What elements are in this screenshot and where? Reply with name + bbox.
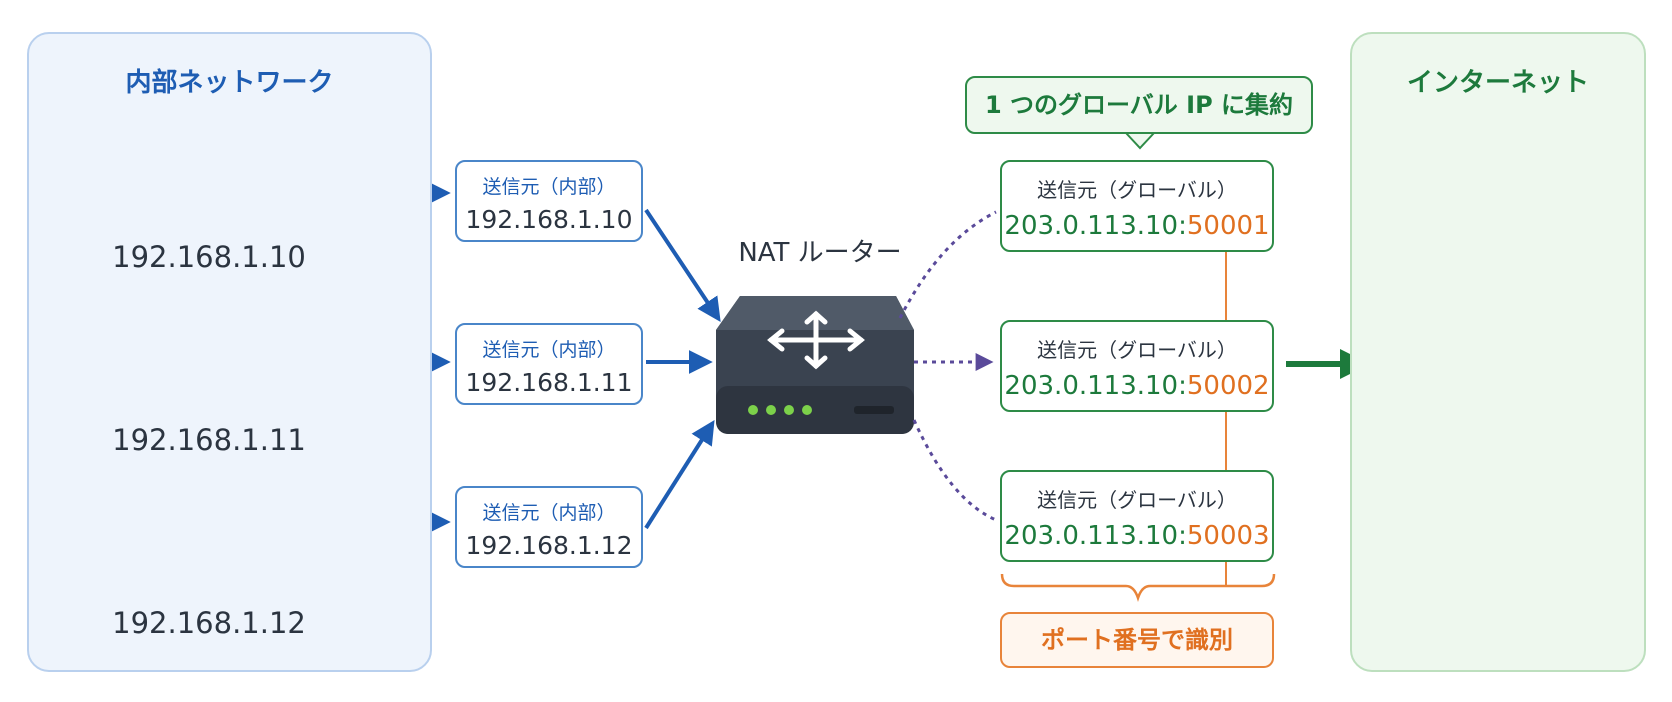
source-label: 送信元（内部） bbox=[482, 339, 616, 361]
source-global-box: 送信元（グローバル） 203.0.113.10:50001 bbox=[1000, 160, 1274, 252]
global-label: 送信元（グローバル） bbox=[1037, 488, 1237, 512]
source-label: 送信元（内部） bbox=[482, 502, 616, 524]
source-ip: 192.168.1.12 bbox=[465, 531, 633, 560]
internet-panel: インターネット bbox=[1350, 32, 1646, 672]
internal-network-title: 内部ネットワーク bbox=[125, 68, 334, 98]
source-ip: 192.168.1.11 bbox=[465, 368, 633, 397]
internet-title: インターネット bbox=[1406, 68, 1589, 98]
source-label: 送信元（内部） bbox=[482, 176, 616, 198]
router-icon bbox=[716, 296, 914, 434]
global-port: 50003 bbox=[1186, 521, 1270, 551]
callout-pointer bbox=[1125, 132, 1155, 150]
source-internal-box: 送信元（内部） 192.168.1.10 bbox=[455, 160, 643, 242]
computer-ip: 192.168.1.10 bbox=[112, 240, 306, 274]
global-label: 送信元（グローバル） bbox=[1037, 178, 1237, 202]
source-global-box: 送信元（グローバル） 203.0.113.10:50003 bbox=[1000, 470, 1274, 562]
global-port: 50002 bbox=[1186, 371, 1270, 401]
internal-network-panel: 内部ネットワーク 192.168.1.10 192.168.1.11 192.1… bbox=[27, 32, 432, 672]
source-ip: 192.168.1.10 bbox=[465, 205, 633, 234]
arrow-source-to-router-1 bbox=[644, 208, 721, 322]
global-ip: 203.0.113.10: bbox=[1004, 211, 1187, 241]
brace bbox=[1000, 573, 1276, 602]
router-label: NAT ルーター bbox=[738, 238, 902, 268]
source-internal-box: 送信元（内部） 192.168.1.11 bbox=[455, 323, 643, 405]
source-internal-box: 送信元（内部） 192.168.1.12 bbox=[455, 486, 643, 568]
global-ip: 203.0.113.10: bbox=[1004, 521, 1187, 551]
router-arrows-icon bbox=[767, 310, 865, 370]
arrow-source-to-router-3 bbox=[644, 419, 715, 530]
computer-ip: 192.168.1.12 bbox=[112, 606, 306, 640]
computer-ip: 192.168.1.11 bbox=[112, 423, 306, 457]
dotted-line-router-to-global-1 bbox=[898, 210, 997, 319]
global-label: 送信元（グローバル） bbox=[1037, 338, 1237, 362]
global-port: 50001 bbox=[1186, 211, 1270, 241]
source-global-box: 送信元（グローバル） 203.0.113.10:50002 bbox=[1000, 320, 1274, 412]
global-ip: 203.0.113.10: bbox=[1004, 371, 1187, 401]
dotted-line-router-to-global-3 bbox=[912, 419, 997, 522]
aggregation-callout: 1 つのグローバル IP に集約 bbox=[965, 76, 1313, 134]
port-identification-box: ポート番号で識別 bbox=[1000, 612, 1274, 668]
